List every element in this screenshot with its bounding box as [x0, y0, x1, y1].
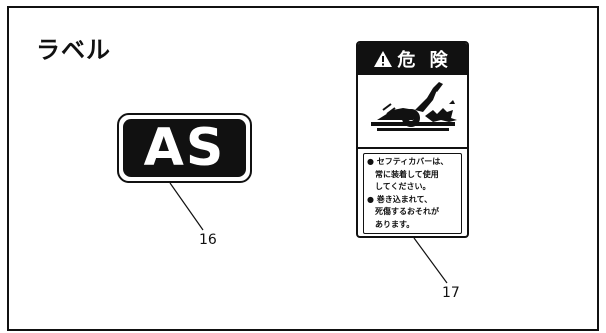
warning-line-2: 常に装着して使用 [367, 169, 439, 179]
as-label-text: AS [143, 118, 226, 178]
section-title: ラベル [36, 36, 111, 64]
danger-header-text: 危 険 [397, 50, 452, 71]
warning-line-1: ● セフティカバーは、 [367, 157, 449, 166]
warning-triangle-icon [373, 50, 393, 68]
warning-line-4: ● 巻き込まれて、 [367, 194, 433, 204]
warning-line-5: 死傷するおそれが [367, 207, 439, 216]
warning-line-3: してください。 [367, 182, 431, 191]
as-label-background: AS [123, 119, 246, 177]
danger-header: 危 険 [358, 43, 467, 75]
leader-line-17 [413, 237, 448, 284]
hand-caught-in-roller-icon [358, 75, 467, 149]
warning-line-6: あります。 [367, 219, 415, 229]
as-label: AS [117, 113, 252, 183]
leader-line-16 [169, 182, 204, 231]
danger-warning-text: ● セフティカバーは、 常に装着して使用 してください。 ● 巻き込まれて、 死… [363, 153, 462, 234]
danger-label: 危 険 ● セフティカバーは、 常に装着して使用 してください。 ● 巻き込まれ… [356, 41, 469, 238]
label-frame [7, 6, 599, 331]
callout-16: 16 [199, 232, 217, 248]
callout-17: 17 [442, 285, 460, 301]
